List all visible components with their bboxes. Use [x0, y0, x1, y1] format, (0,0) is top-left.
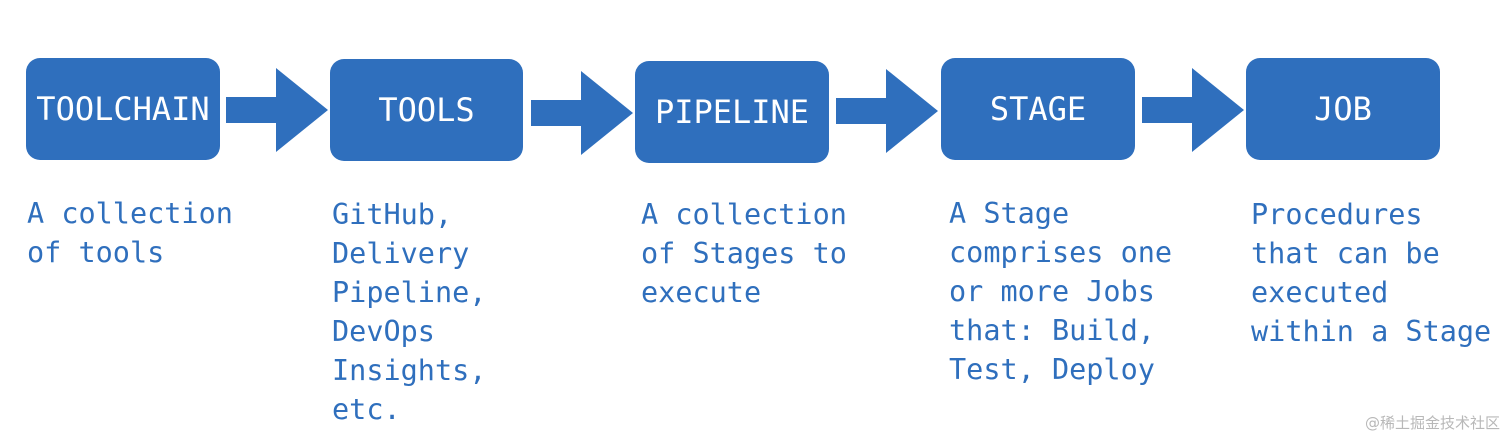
- arrow-stage-to-job: [1142, 68, 1244, 152]
- toolchain-description: A collection of tools: [27, 197, 233, 269]
- stage-box: STAGE: [941, 58, 1135, 160]
- arrow-shape: [531, 71, 633, 155]
- job-description: Procedures that can be executed within a…: [1251, 198, 1492, 348]
- arrow-tools-to-pipeline: [531, 71, 633, 155]
- stage-description: A Stage comprises one or more Jobs that:…: [949, 197, 1173, 386]
- tools-label: TOOLS: [378, 91, 475, 129]
- arrow-shape: [836, 69, 938, 153]
- job-box: JOB: [1246, 58, 1440, 160]
- toolchain-box: TOOLCHAIN: [26, 58, 220, 160]
- pipeline-label: PIPELINE: [654, 93, 810, 131]
- watermark: @稀土掘金技术社区: [1364, 414, 1500, 432]
- arrow-shape: [226, 68, 328, 152]
- job-label: JOB: [1314, 90, 1372, 128]
- toolchain-label: TOOLCHAIN: [36, 90, 210, 128]
- arrow-toolchain-to-tools: [226, 68, 328, 152]
- tools-box: TOOLS: [330, 59, 523, 161]
- arrow-shape: [1142, 68, 1244, 152]
- pipeline-box: PIPELINE: [635, 61, 829, 163]
- pipeline-description: A collection of Stages to execute: [641, 198, 847, 309]
- tools-description: GitHub, Delivery Pipeline, DevOps Insigh…: [332, 198, 487, 426]
- arrow-pipeline-to-stage: [836, 69, 938, 153]
- stage-label: STAGE: [989, 90, 1087, 128]
